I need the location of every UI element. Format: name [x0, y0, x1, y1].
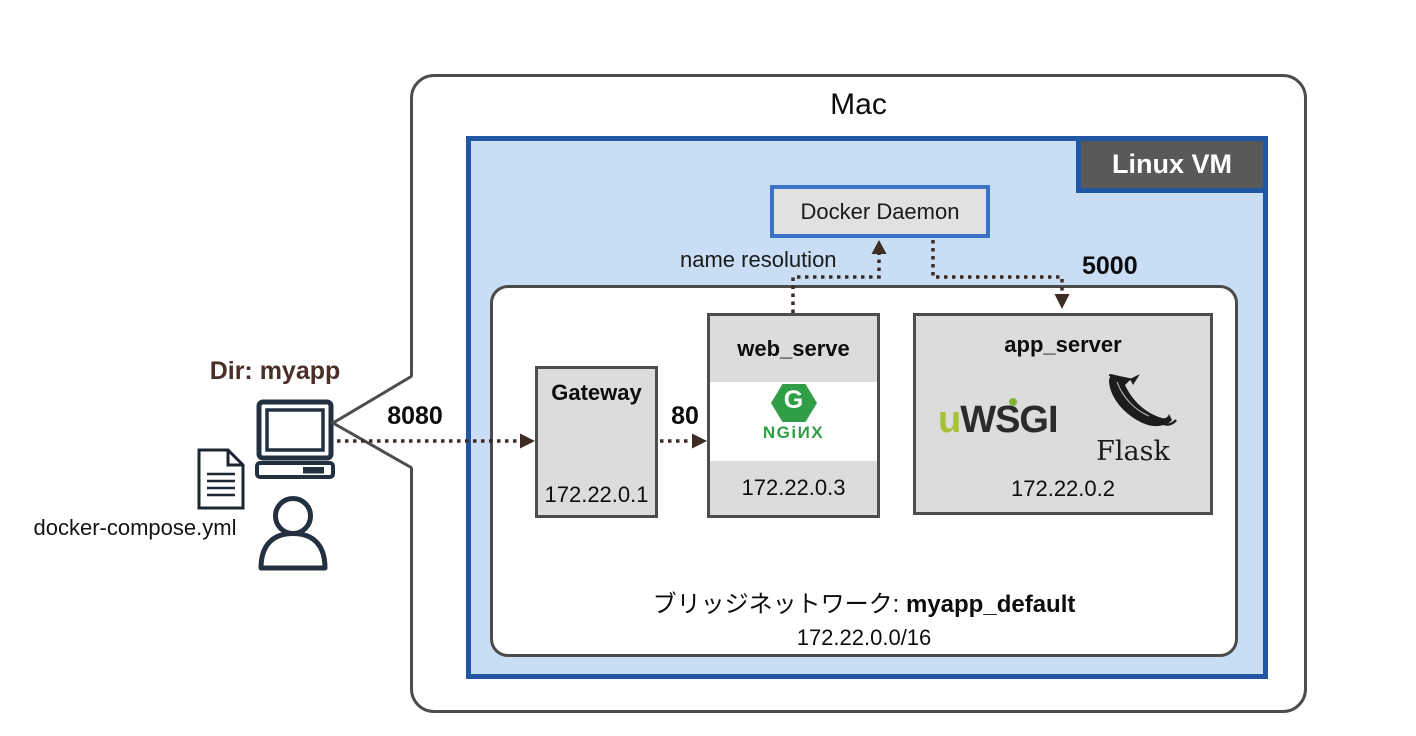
gateway-ip: 172.22.0.1	[544, 482, 649, 507]
bridge-network-caption-prefix: ブリッジネットワーク:	[652, 591, 906, 618]
uwsgi-dot-icon	[1009, 398, 1017, 406]
linux-vm-label: Linux VM	[1076, 136, 1268, 193]
bridge-network-name: myapp_default	[905, 591, 1076, 618]
web-serve-title: web_serve	[737, 336, 850, 361]
port-80-label: 80	[671, 402, 699, 430]
nginx-wordmark: NGiИX	[762, 423, 825, 442]
bridge-network-caption: ブリッジネットワーク: myapp_default	[490, 584, 1238, 619]
mac-title: Mac	[830, 88, 887, 121]
app-server-node	[913, 313, 1213, 515]
uwsgi-wsgi: WSGI	[960, 399, 1058, 441]
web-serve-node: web_serve G NGiИX 172.22.0.3	[707, 313, 880, 518]
flask-horn-icon	[1108, 374, 1177, 427]
compose-file-label: docker-compose.yml	[33, 515, 237, 540]
web-serve-ip: 172.22.0.3	[741, 475, 846, 500]
port-8080-label: 8080	[387, 402, 443, 430]
linux-vm-label-text: Linux VM	[1112, 149, 1232, 179]
nginx-hexagon-icon	[770, 384, 817, 422]
name-resolution-label: name resolution	[680, 247, 837, 272]
uwsgi-logo: uWSGI	[938, 399, 1059, 442]
document-icon	[197, 448, 245, 510]
flask-wordmark: Flask	[1096, 436, 1170, 467]
nginx-letter: G	[783, 386, 804, 414]
docker-daemon-label: Docker Daemon	[800, 198, 960, 224]
docker-daemon-box: Docker Daemon	[770, 185, 990, 238]
nginx-logo: G NGiИX	[710, 382, 877, 461]
uwsgi-u: u	[938, 399, 961, 441]
web-serve-title-band: web_serve	[710, 316, 877, 382]
bridge-network-subnet: 172.22.0.0/16	[796, 625, 932, 650]
dir-label: Dir: myapp	[209, 357, 341, 385]
person-icon	[258, 496, 328, 571]
computer-icon	[255, 399, 335, 479]
gateway-title: Gateway	[551, 380, 642, 405]
app-server-ip: 172.22.0.2	[1011, 476, 1115, 501]
app-server-title: app_server	[1004, 332, 1122, 357]
gateway-node	[535, 366, 658, 518]
port-5000-label: 5000	[1082, 252, 1138, 280]
web-serve-ip-band: 172.22.0.3	[710, 461, 877, 515]
